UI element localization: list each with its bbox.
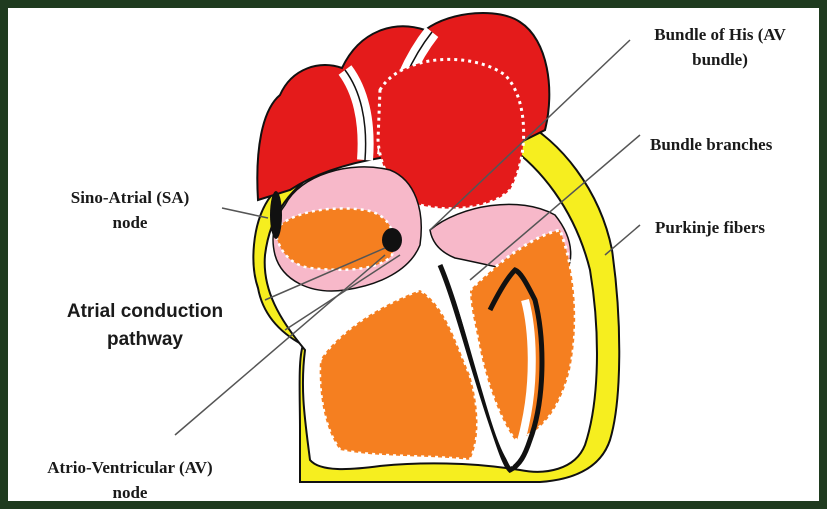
label-atrial-pathway-line2: pathway (40, 326, 250, 354)
label-bundle-of-his-line1: Bundle of His (AV (620, 22, 820, 47)
label-sa-node: Sino-Atrial (SA) node (35, 185, 225, 235)
label-av-node-line1: Atrio-Ventricular (AV) (10, 455, 250, 480)
label-av-node: Atrio-Ventricular (AV) node (10, 455, 250, 505)
sa-node (270, 191, 282, 239)
label-av-node-line2: node (10, 480, 250, 505)
label-atrial-pathway: Atrial conduction pathway (40, 298, 250, 354)
label-bundle-of-his-line2: bundle) (620, 47, 820, 72)
label-sa-node-line2: node (35, 210, 225, 235)
label-bundle-of-his: Bundle of His (AV bundle) (620, 22, 820, 72)
label-atrial-pathway-line1: Atrial conduction (40, 298, 250, 326)
label-sa-node-line1: Sino-Atrial (SA) (35, 185, 225, 210)
left-atrium-chamber (275, 208, 394, 269)
label-purkinje-fibers: Purkinje fibers (655, 215, 765, 240)
label-bundle-branches: Bundle branches (650, 132, 772, 157)
